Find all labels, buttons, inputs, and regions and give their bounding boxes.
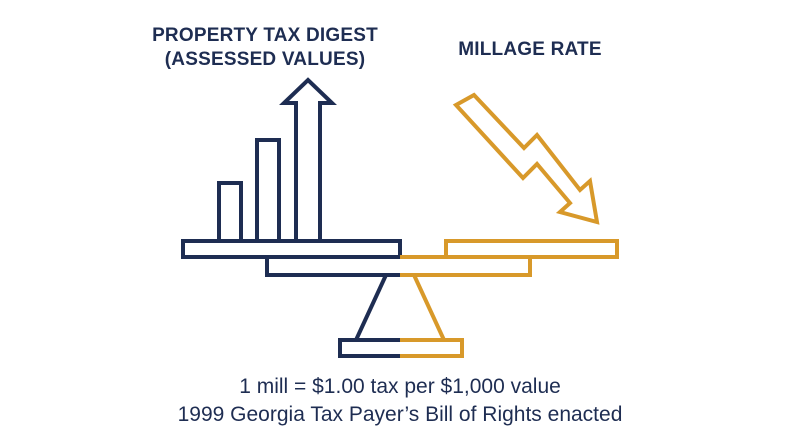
label-line-1: PROPERTY TAX DIGEST — [152, 25, 378, 46]
beam-lower-left — [265, 255, 400, 277]
fulcrum-right — [400, 274, 448, 342]
up-arrow-icon — [279, 77, 337, 241]
millage-rate-label: MILLAGE RATE — [458, 39, 602, 60]
fulcrum-left — [352, 274, 400, 342]
bar-medium — [255, 138, 281, 243]
caption-mill-definition: 1 mill = $1.00 tax per $1,000 value — [239, 375, 561, 398]
beam-top-right — [444, 239, 619, 259]
bar-short — [217, 181, 243, 243]
base-right — [400, 338, 464, 358]
base-left — [338, 338, 400, 358]
beam-lower-right — [400, 255, 532, 277]
bar-chart-icon — [217, 138, 281, 243]
beam-top-left — [181, 239, 402, 259]
label-line-2: (ASSESSED VALUES) — [164, 49, 366, 70]
property-tax-digest-label: PROPERTY TAX DIGEST (ASSESSED VALUES) — [150, 24, 380, 72]
down-zigzag-arrow-icon — [452, 92, 600, 225]
caption-bill-of-rights: 1999 Georgia Tax Payer’s Bill of Rights … — [177, 403, 623, 426]
